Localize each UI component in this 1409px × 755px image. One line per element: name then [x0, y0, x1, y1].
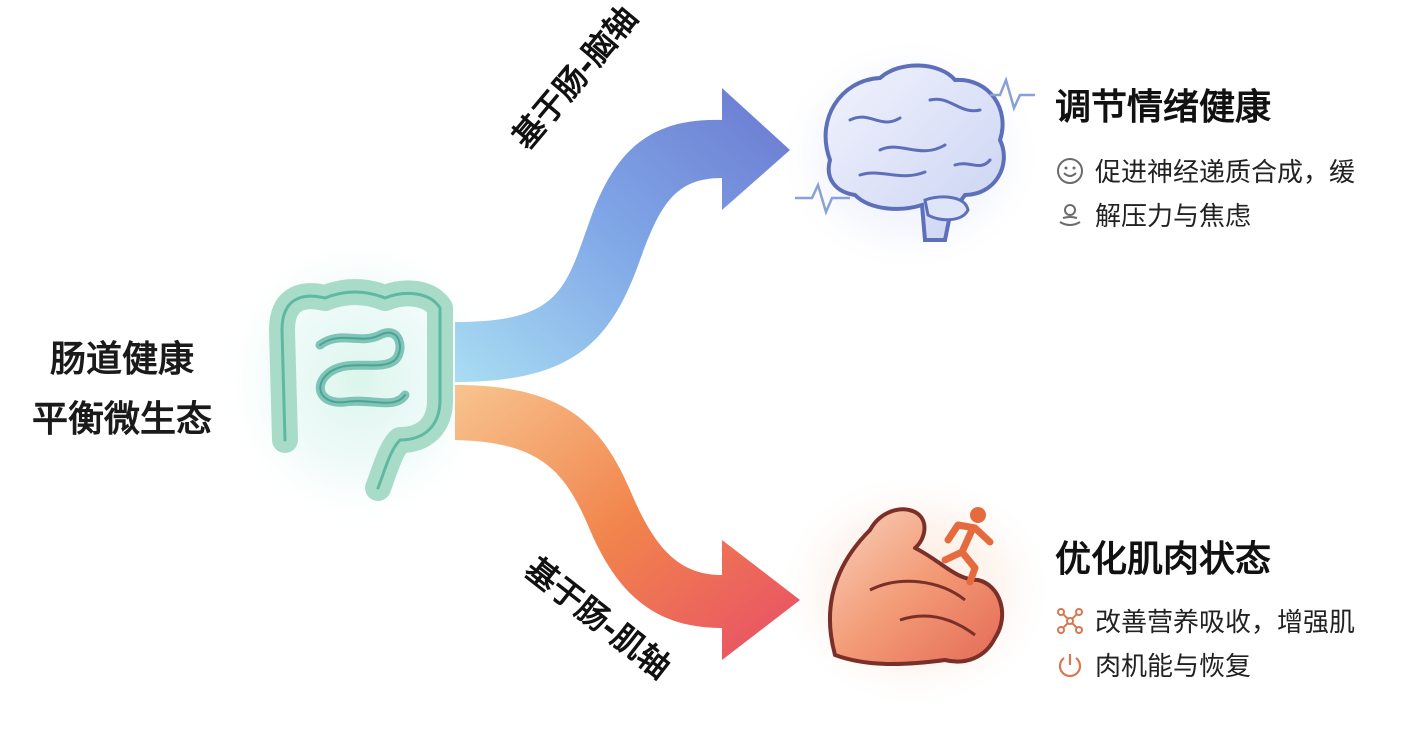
- gut-health-label: 肠道健康 平衡微生态: [22, 330, 222, 450]
- muscle-illustration: [827, 507, 1005, 666]
- gut-muscle-arrow: [455, 385, 800, 660]
- muscle-state-text2: 肉机能与恢复: [1095, 652, 1252, 682]
- gut-health-line2: 平衡微生态: [31, 399, 212, 440]
- brain-illustration: [795, 63, 1035, 242]
- muscle-state-line1: 改善营养吸收，增强肌: [1055, 602, 1355, 639]
- power-icon: [1055, 650, 1085, 680]
- emotion-health-line2: 解压力与焦虑: [1055, 196, 1251, 233]
- intestine-illustration: [269, 279, 453, 501]
- person-relax-icon: [1055, 200, 1085, 230]
- muscle-state-title: 优化肌肉状态: [1055, 539, 1272, 580]
- smiley-icon: [1055, 156, 1085, 186]
- emotion-health-text2: 解压力与焦虑: [1095, 202, 1252, 232]
- gut-brain-arrow: [455, 88, 790, 382]
- emotion-health-text1: 促进神经递质合成，缓: [1095, 158, 1356, 188]
- gut-health-line1: 肠道健康: [49, 339, 194, 380]
- molecule-icon: [1055, 606, 1085, 636]
- muscle-state-text1: 改善营养吸收，增强肌: [1095, 608, 1356, 638]
- emotion-health-title: 调节情绪健康: [1055, 87, 1272, 128]
- emotion-health-line1: 促进神经递质合成，缓: [1055, 152, 1355, 189]
- muscle-state-line2: 肉机能与恢复: [1055, 646, 1251, 683]
